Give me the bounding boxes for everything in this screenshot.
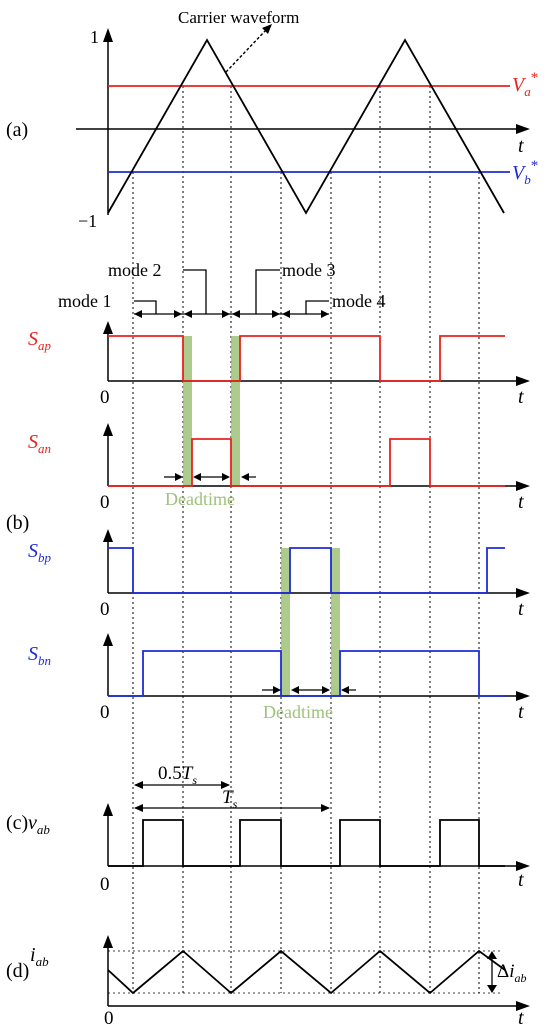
vb-label: Vb* [512, 158, 538, 187]
iab-waveform [107, 949, 506, 995]
iab-t-label: t [518, 1007, 524, 1029]
deadtime-bar-a2 [231, 336, 240, 486]
panel-d: Δiab iab (d) 0 t [6, 935, 530, 1029]
san-zero-label: 0 [100, 492, 110, 513]
vab-waveform [108, 819, 505, 867]
panel-d-label: (d) [6, 960, 29, 982]
carrier-waveform [107, 38, 505, 215]
mode-2-leader [183, 269, 207, 314]
vab-t-label: t [518, 869, 524, 891]
vab-label: vab [28, 812, 50, 837]
san-waveform [108, 438, 505, 487]
iab-label: iab [30, 944, 49, 969]
scale-bottom-label: −1 [78, 211, 97, 231]
scale-top-label: 1 [90, 27, 99, 47]
signal-sbp: Sbp 0 t [28, 529, 530, 620]
mode-2-label: mode 2 [108, 260, 162, 280]
deadtime-label-a: Deadtime [165, 489, 235, 509]
time-guides [132, 86, 480, 993]
sbn-waveform [108, 650, 505, 697]
mode-3-leader [255, 269, 280, 314]
mode-4-label: mode 4 [332, 291, 386, 311]
sap-zero-label: 0 [100, 387, 110, 408]
sap-waveform [108, 335, 505, 382]
mode-4-leader [305, 300, 329, 314]
panel-a-label: (a) [6, 119, 28, 141]
sap-t-label: t [518, 386, 524, 408]
mode-1-label: mode 1 [58, 291, 112, 311]
carrier-label: Carrier waveform [178, 8, 299, 27]
sbp-label: Sbp [28, 540, 52, 565]
mode-1-leader [134, 300, 157, 314]
vab-zero-label: 0 [100, 874, 110, 895]
panel-a-t-arrow [516, 124, 530, 134]
mode-annotations [134, 269, 329, 315]
deadtime-label-b: Deadtime [263, 702, 333, 722]
panel-c-label: (c) [6, 812, 28, 834]
sbp-t-label: t [518, 598, 524, 620]
mode-3-label: mode 3 [282, 260, 336, 280]
panel-a: Carrier waveform 1 −1 (a) t Va* Vb* [6, 8, 538, 231]
signal-sbn: Sbn 0 t Deadtime [28, 633, 530, 723]
half-period-label: 0.5Ts [158, 763, 197, 787]
sbn-t-label: t [518, 701, 524, 723]
panel-a-t-label: t [518, 135, 524, 157]
va-label: Va* [512, 70, 538, 99]
deadtime-bar-b1 [281, 548, 290, 696]
sap-label: Sap [28, 328, 52, 353]
ripple-label: Δiab [497, 961, 527, 985]
san-t-label: t [518, 491, 524, 513]
iab-zero-label: 0 [104, 1008, 114, 1029]
sbn-label: Sbn [28, 643, 51, 668]
deadtime-bar-a1 [183, 336, 192, 486]
carrier-pointer-line [225, 29, 267, 73]
panel-b-label: (b) [6, 512, 29, 534]
sbn-zero-label: 0 [100, 702, 110, 723]
carrier-pointer-arrow [262, 24, 272, 34]
sbp-waveform [108, 547, 505, 594]
mode-arrowheads [134, 310, 329, 318]
deadtime-shading [183, 336, 340, 696]
signal-san: San 0 t Deadtime [28, 423, 530, 513]
signal-sap: Sap 0 t [28, 321, 530, 408]
panel-a-y-arrow [103, 28, 113, 42]
san-label: San [28, 431, 51, 456]
sbp-zero-label: 0 [100, 599, 110, 620]
panel-c: 0.5Ts Ts vab (c) 0 t [6, 763, 530, 895]
deadtime-bar-b2 [331, 548, 340, 696]
period-label: Ts [222, 787, 238, 811]
